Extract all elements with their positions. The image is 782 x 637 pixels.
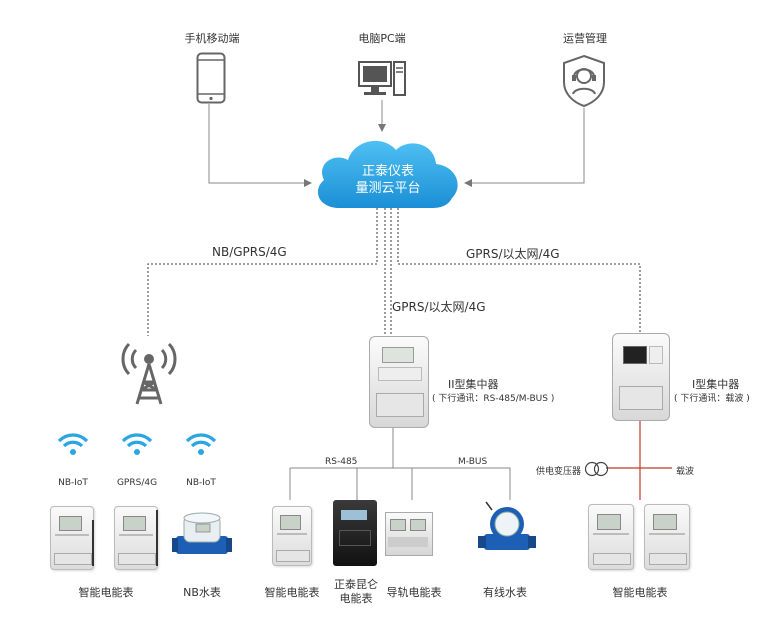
rs485-bus xyxy=(289,467,413,500)
wired-water-meter xyxy=(478,501,536,550)
concentrator-i-device xyxy=(612,333,670,421)
mobile-to-cloud-line xyxy=(208,104,312,187)
smart-meter-carrier-2 xyxy=(644,504,690,570)
smart-meter-nb-1 xyxy=(50,506,94,570)
meter-screen xyxy=(596,513,621,531)
rs485-label: RS-485 xyxy=(325,457,358,467)
rail-meter-label: 导轨电能表 xyxy=(386,586,442,599)
rail-screen-1 xyxy=(390,519,406,531)
meter-screen xyxy=(122,515,146,532)
meter-terminal xyxy=(276,550,310,562)
wireless-label-1: NB-IoT xyxy=(58,478,88,488)
transformer-icon xyxy=(584,461,609,477)
link-left-label: NB/GPRS/4G xyxy=(212,245,287,259)
rail-meter xyxy=(385,512,433,556)
concentrator-i-sub: ( 下行通讯：载波 ) xyxy=(674,394,750,404)
operator-shield-icon xyxy=(563,54,605,108)
concentrator-ii-device xyxy=(369,336,429,428)
mbus-line xyxy=(393,467,511,500)
mobile-label: 手机移动端 xyxy=(184,32,240,45)
meter-terminal xyxy=(118,553,156,566)
meter-terminal xyxy=(54,553,92,566)
concentrator-i-title: I型集中器 xyxy=(692,378,740,391)
wifi-icon-2 xyxy=(121,433,153,455)
kunlun-label-1: 正泰昆仑 xyxy=(334,578,378,591)
mbus-label: M-BUS xyxy=(458,457,488,467)
desktop-pc-icon xyxy=(358,61,406,96)
wifi-icon-3 xyxy=(185,433,217,455)
meter-stripe xyxy=(276,532,308,535)
concentrator-ii-panel xyxy=(378,367,422,381)
kunlun-label-2: 电能表 xyxy=(339,592,373,605)
carrier-label: 载波 xyxy=(676,467,695,477)
meter-stripe xyxy=(593,533,629,536)
link-right-label: GPRS/以太网/4G xyxy=(466,247,560,261)
wired-water-label: 有线水表 xyxy=(483,586,527,599)
ops-to-cloud-line xyxy=(464,108,585,187)
ops-label: 运营管理 xyxy=(563,32,607,45)
right-meter-label: 智能电能表 xyxy=(612,586,668,599)
concentrator-i-leds xyxy=(649,346,663,364)
cell-tower-icon xyxy=(121,342,177,405)
cloud-to-i-dotted xyxy=(397,208,641,336)
kunlun-meter xyxy=(333,500,377,566)
cloud-title-line1: 正泰仪表 xyxy=(361,164,414,179)
antenna-2 xyxy=(156,510,158,566)
meter-stripe xyxy=(649,533,685,536)
meter-terminal xyxy=(592,552,632,566)
meter-screen xyxy=(58,515,82,532)
smart-meter-carrier-1 xyxy=(588,504,634,570)
concentrator-ii-screen xyxy=(382,347,414,363)
concentrator-i-screen xyxy=(623,346,647,364)
pc-label: 电脑PC端 xyxy=(358,32,406,45)
meter-screen xyxy=(279,515,301,530)
rail-terminals xyxy=(388,537,428,547)
wireless-label-3: NB-IoT xyxy=(186,478,216,488)
concentrator-ii-title: II型集中器 xyxy=(448,378,499,391)
nb-water-label: NB水表 xyxy=(183,586,221,599)
mobile-phone-icon xyxy=(196,52,226,104)
meter-terminal xyxy=(648,552,688,566)
link-center-label: GPRS/以太网/4G xyxy=(392,300,486,314)
meter-stripe xyxy=(55,534,89,537)
wireless-label-2: GPRS/4G xyxy=(116,478,158,488)
antenna-1 xyxy=(92,520,94,566)
wifi-icon-1 xyxy=(57,433,89,455)
meter-screen xyxy=(652,513,677,531)
cloud-title-line2: 量测云平台 xyxy=(355,181,421,196)
left-meter-label: 智能电能表 xyxy=(78,586,134,599)
cloud-platform-icon xyxy=(317,140,458,208)
meter-stripe xyxy=(119,534,153,537)
meter-485-label: 智能电能表 xyxy=(264,586,320,599)
concentrator-ii-terminal xyxy=(376,393,424,417)
smart-meter-gprs xyxy=(114,506,158,570)
cloud-to-tower-dotted xyxy=(147,208,378,336)
nb-water-meter xyxy=(172,512,232,554)
kunlun-panel xyxy=(339,530,371,546)
smart-meter-485 xyxy=(272,506,312,566)
rail-screen-2 xyxy=(410,519,426,531)
kunlun-screen xyxy=(341,510,367,520)
concentrator-i-terminal xyxy=(619,386,663,410)
concentrator-ii-sub: ( 下行通讯：RS-485/M-BUS ) xyxy=(432,394,555,404)
transformer-label: 供电变压器 xyxy=(536,467,582,477)
